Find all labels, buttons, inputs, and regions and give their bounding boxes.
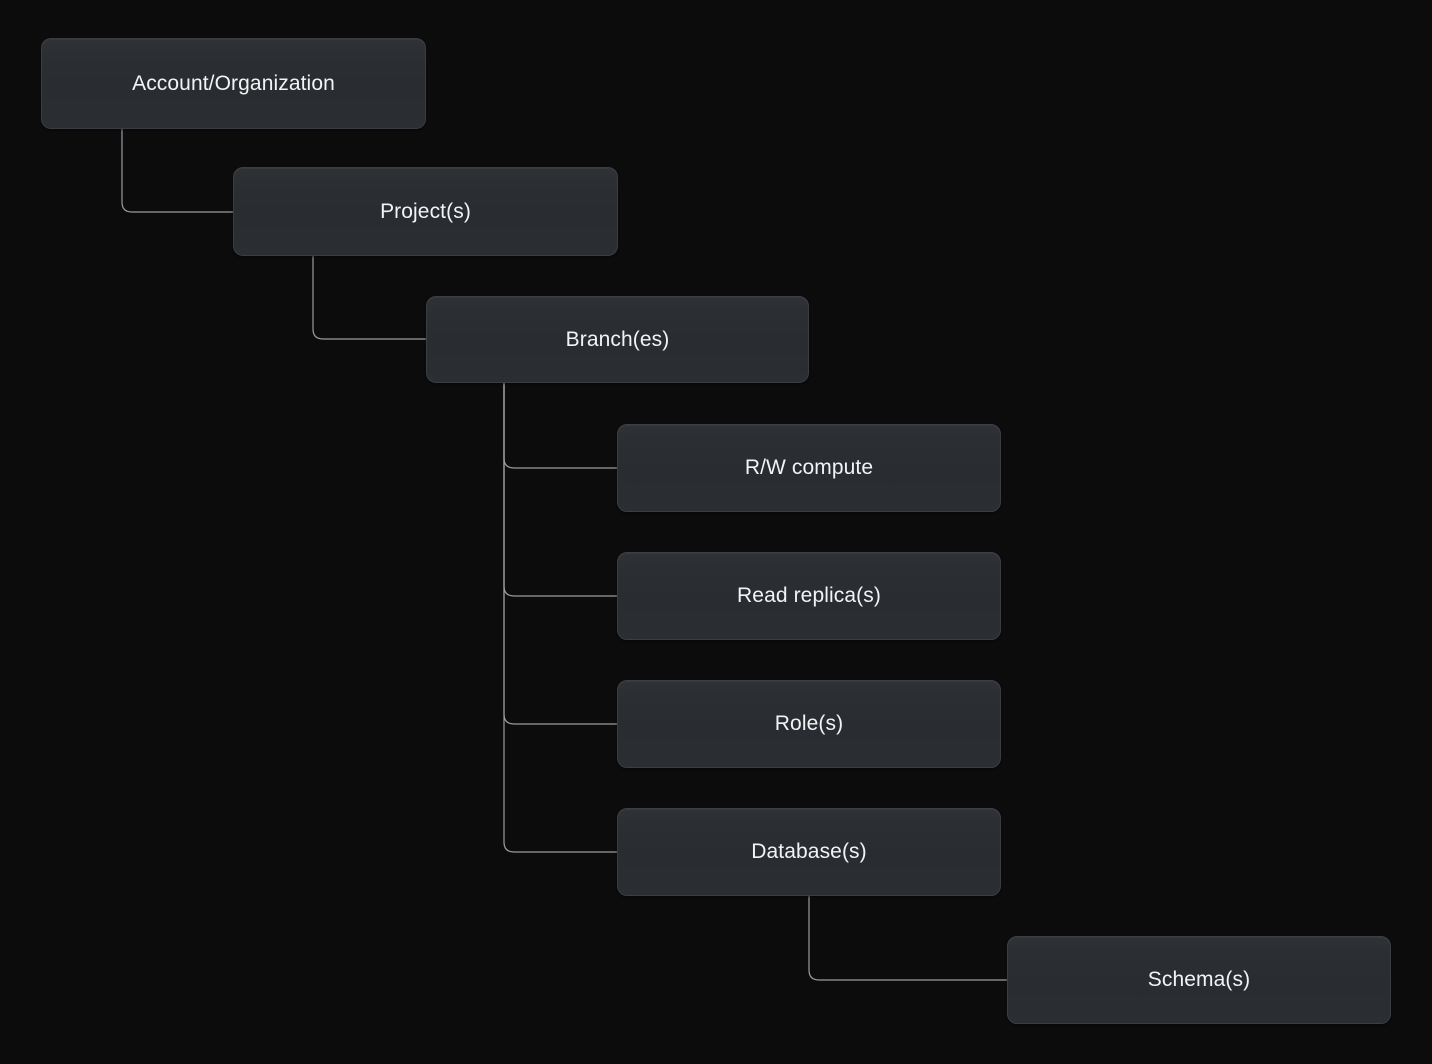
node-schema[interactable]: Schema(s) xyxy=(1007,936,1391,1024)
node-label-account: Account/Organization xyxy=(132,71,335,95)
edge-account-to-project xyxy=(121,128,234,213)
edge-branch-to-read_replica xyxy=(503,382,618,597)
node-label-read-replica: Read replica(s) xyxy=(737,584,881,608)
node-branch[interactable]: Branch(es) xyxy=(426,296,809,383)
node-project[interactable]: Project(s) xyxy=(233,167,618,256)
node-role[interactable]: Role(s) xyxy=(617,680,1001,768)
node-read-replica[interactable]: Read replica(s) xyxy=(617,552,1001,640)
node-label-branch: Branch(es) xyxy=(565,327,670,351)
edge-database-to-schema xyxy=(808,895,1008,981)
node-rw-compute[interactable]: R/W compute xyxy=(617,424,1001,512)
edge-branch-to-database xyxy=(503,382,618,853)
node-database[interactable]: Database(s) xyxy=(617,808,1001,896)
edge-branch-to-role xyxy=(503,382,618,725)
node-label-project: Project(s) xyxy=(380,199,471,223)
node-label-schema: Schema(s) xyxy=(1147,968,1251,992)
edge-project-to-branch xyxy=(312,255,427,340)
node-label-rw-compute: R/W compute xyxy=(744,456,874,480)
node-label-role: Role(s) xyxy=(774,712,844,736)
node-label-database: Database(s) xyxy=(751,840,867,864)
edge-branch-to-rw_compute xyxy=(503,382,618,469)
node-account[interactable]: Account/Organization xyxy=(41,38,426,129)
